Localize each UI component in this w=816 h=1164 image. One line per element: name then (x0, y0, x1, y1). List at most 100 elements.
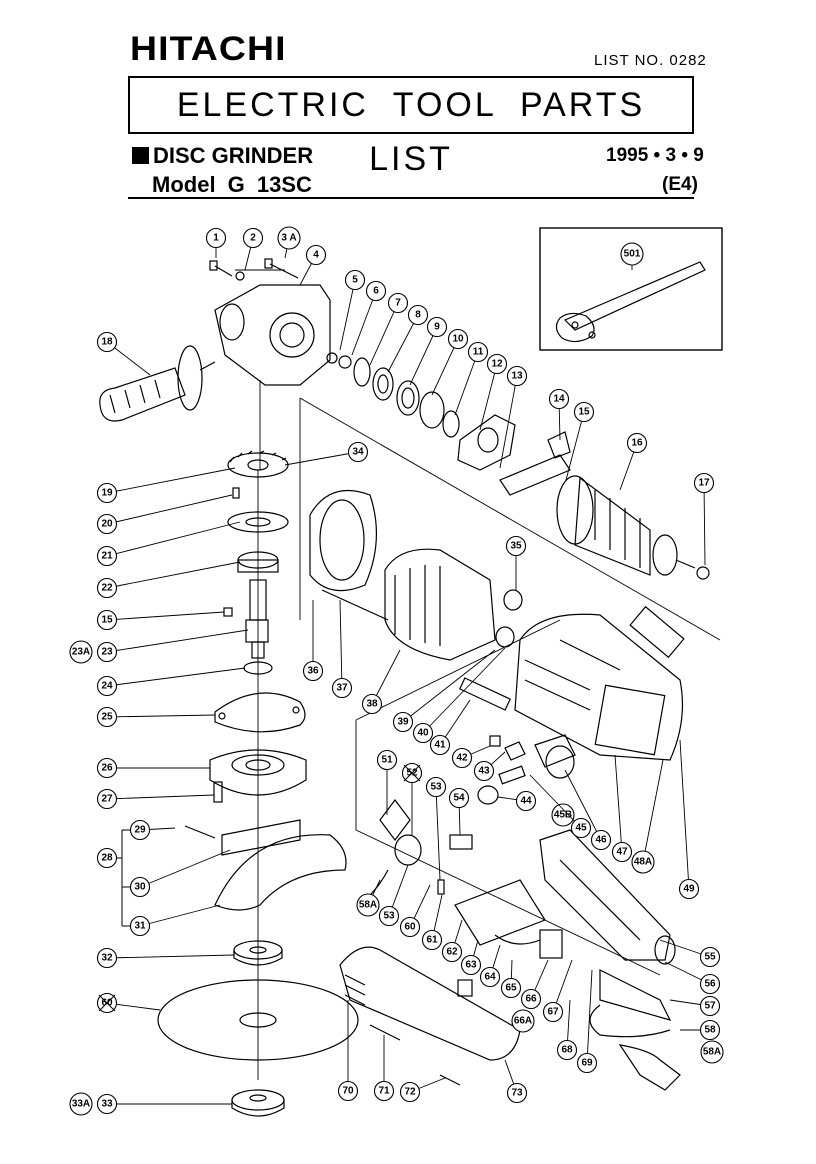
callout-33: 33 (96, 1093, 232, 1115)
leader-line (106, 954, 235, 959)
callout-number: 10 (452, 334, 464, 345)
callout-number: 23 (101, 647, 113, 658)
callout-circle (302, 660, 324, 682)
callout-circle (373, 1080, 395, 1102)
motor-housing (459, 605, 685, 761)
callout-circle (429, 734, 451, 756)
leader-line (435, 786, 441, 881)
callout-number: 16 (631, 438, 643, 449)
callout-circle (447, 328, 469, 350)
callout-circle (347, 441, 369, 463)
callout-number: 66 (525, 994, 537, 1005)
leader-line (565, 411, 585, 481)
leader-line (106, 611, 225, 621)
callout-number: 48A (634, 857, 652, 868)
callout-circle (460, 954, 482, 976)
callout-circle (378, 905, 400, 927)
callout-number: 17 (698, 478, 710, 489)
callout-circle (548, 388, 570, 410)
callout-32: 32 (96, 947, 235, 969)
callout-number: 27 (101, 794, 113, 805)
power-cord (589, 969, 681, 1091)
product-name: DISC GRINDER (132, 143, 313, 169)
stator-drawing (321, 548, 496, 661)
callout-number: 63 (465, 960, 477, 971)
callout-8: 8 (387, 304, 429, 373)
callout-circle (96, 1093, 118, 1115)
callout-circle (486, 353, 508, 375)
callout-circle (506, 365, 528, 387)
grinding-wheel (157, 979, 359, 1061)
callout-circle (570, 817, 592, 839)
callout-number: 54 (453, 793, 465, 804)
leader-line (339, 279, 356, 351)
callout-circle (376, 749, 398, 771)
callout-42: 42 (451, 745, 491, 769)
callout-circle (515, 790, 537, 812)
leader-line (106, 521, 241, 557)
callout-circle (96, 609, 118, 631)
callout-circle (576, 1052, 598, 1074)
leader-line (409, 326, 438, 386)
callout-number: 23A (72, 647, 90, 658)
callout-39: 39 (392, 649, 496, 733)
callout-number: 33A (72, 1099, 90, 1110)
leader-line (139, 904, 221, 927)
callout-number: 55 (704, 952, 716, 963)
callout-26: 26 (96, 757, 210, 779)
square-bullet-icon (132, 147, 149, 164)
callout-501: 501 (620, 242, 644, 270)
callout-71: 71 (373, 1035, 395, 1102)
callout-circle (426, 316, 448, 338)
callout-23: 23 (96, 629, 249, 663)
callout-circle (573, 401, 595, 423)
callout-number: 11 (473, 347, 484, 358)
callout-number: 72 (404, 1087, 416, 1098)
callout-number: 34 (352, 447, 364, 458)
callout-circle (277, 226, 301, 250)
leader-line (642, 759, 664, 863)
callout-circle (205, 227, 227, 249)
callout-number: 42 (456, 753, 468, 764)
callout-number: 19 (101, 488, 113, 499)
callout-21: 21 (96, 521, 241, 567)
pinion-bearing-stack (326, 352, 516, 471)
callout-number: 2 (250, 233, 256, 244)
callout-66A: 66A (511, 1009, 535, 1033)
product-label: DISC GRINDER (153, 143, 314, 168)
callout-circle (421, 929, 443, 951)
leader-line (586, 969, 593, 1064)
callout-55: 55 (659, 939, 721, 968)
callout-circle (407, 304, 429, 326)
callout-number: 71 (378, 1086, 390, 1097)
callout-number: 44 (520, 796, 532, 807)
leader-line (106, 629, 249, 653)
leader-line (284, 451, 359, 466)
callout-4: 4 (299, 244, 327, 286)
bearing-and-ring (495, 589, 523, 648)
callout-circle (425, 776, 447, 798)
callout-66: 66 (520, 959, 549, 1010)
leader-line (529, 774, 582, 829)
callout-28: 28 (96, 847, 118, 869)
callout-58Ab: 58A (700, 1040, 724, 1064)
callout-circle (511, 1009, 535, 1033)
callout-44: 44 (497, 790, 537, 812)
callout-circle (356, 893, 380, 917)
switch-parts (477, 734, 576, 805)
callout-circle (361, 693, 383, 715)
leader-line (106, 561, 241, 589)
group-bracket (117, 829, 130, 927)
callout-number: 18 (101, 337, 113, 348)
callout-number: 65 (505, 983, 517, 994)
callout-number: 13 (511, 371, 523, 382)
list-number: LIST NO. 0282 (594, 52, 707, 69)
bracket-drawing (499, 431, 571, 496)
handle-cover (539, 829, 676, 965)
callout-number: 47 (616, 847, 628, 858)
callout-number: 24 (101, 681, 113, 692)
callout-15a: 15 (565, 401, 595, 481)
callout-circle (500, 977, 522, 999)
callout-circle (699, 1019, 721, 1041)
